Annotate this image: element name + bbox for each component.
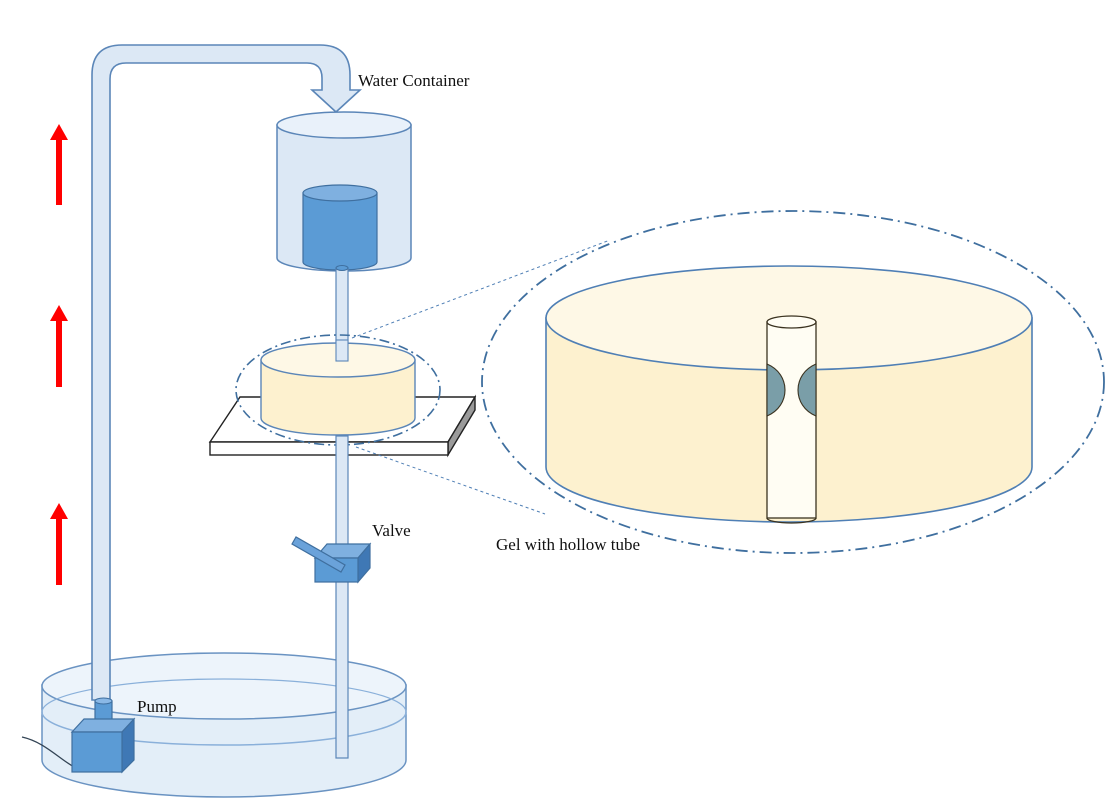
water-container [276, 111, 412, 272]
droplet-right [797, 363, 817, 417]
hollow-tube [766, 321, 817, 519]
flow-arrow-up-icon [50, 305, 68, 387]
label-gel: Gel with hollow tube [496, 535, 640, 554]
label-pump: Pump [137, 697, 177, 716]
label-valve: Valve [372, 521, 411, 540]
droplet-left [766, 363, 786, 417]
drain-tube [335, 435, 349, 759]
valve [291, 536, 372, 584]
gel-disc-small [260, 339, 416, 436]
zoom-region-large [481, 210, 1105, 554]
zoom-connectors [351, 239, 611, 515]
reservoir-basin [41, 652, 407, 798]
feed-tube [335, 265, 349, 362]
flow-arrow-up-icon [50, 503, 68, 585]
return-pipe [91, 44, 363, 701]
gel-disc-enlarged [545, 265, 1033, 524]
flow-arrow-up-icon [50, 124, 68, 205]
label-water-container: Water Container [358, 71, 470, 90]
pump [70, 697, 136, 774]
